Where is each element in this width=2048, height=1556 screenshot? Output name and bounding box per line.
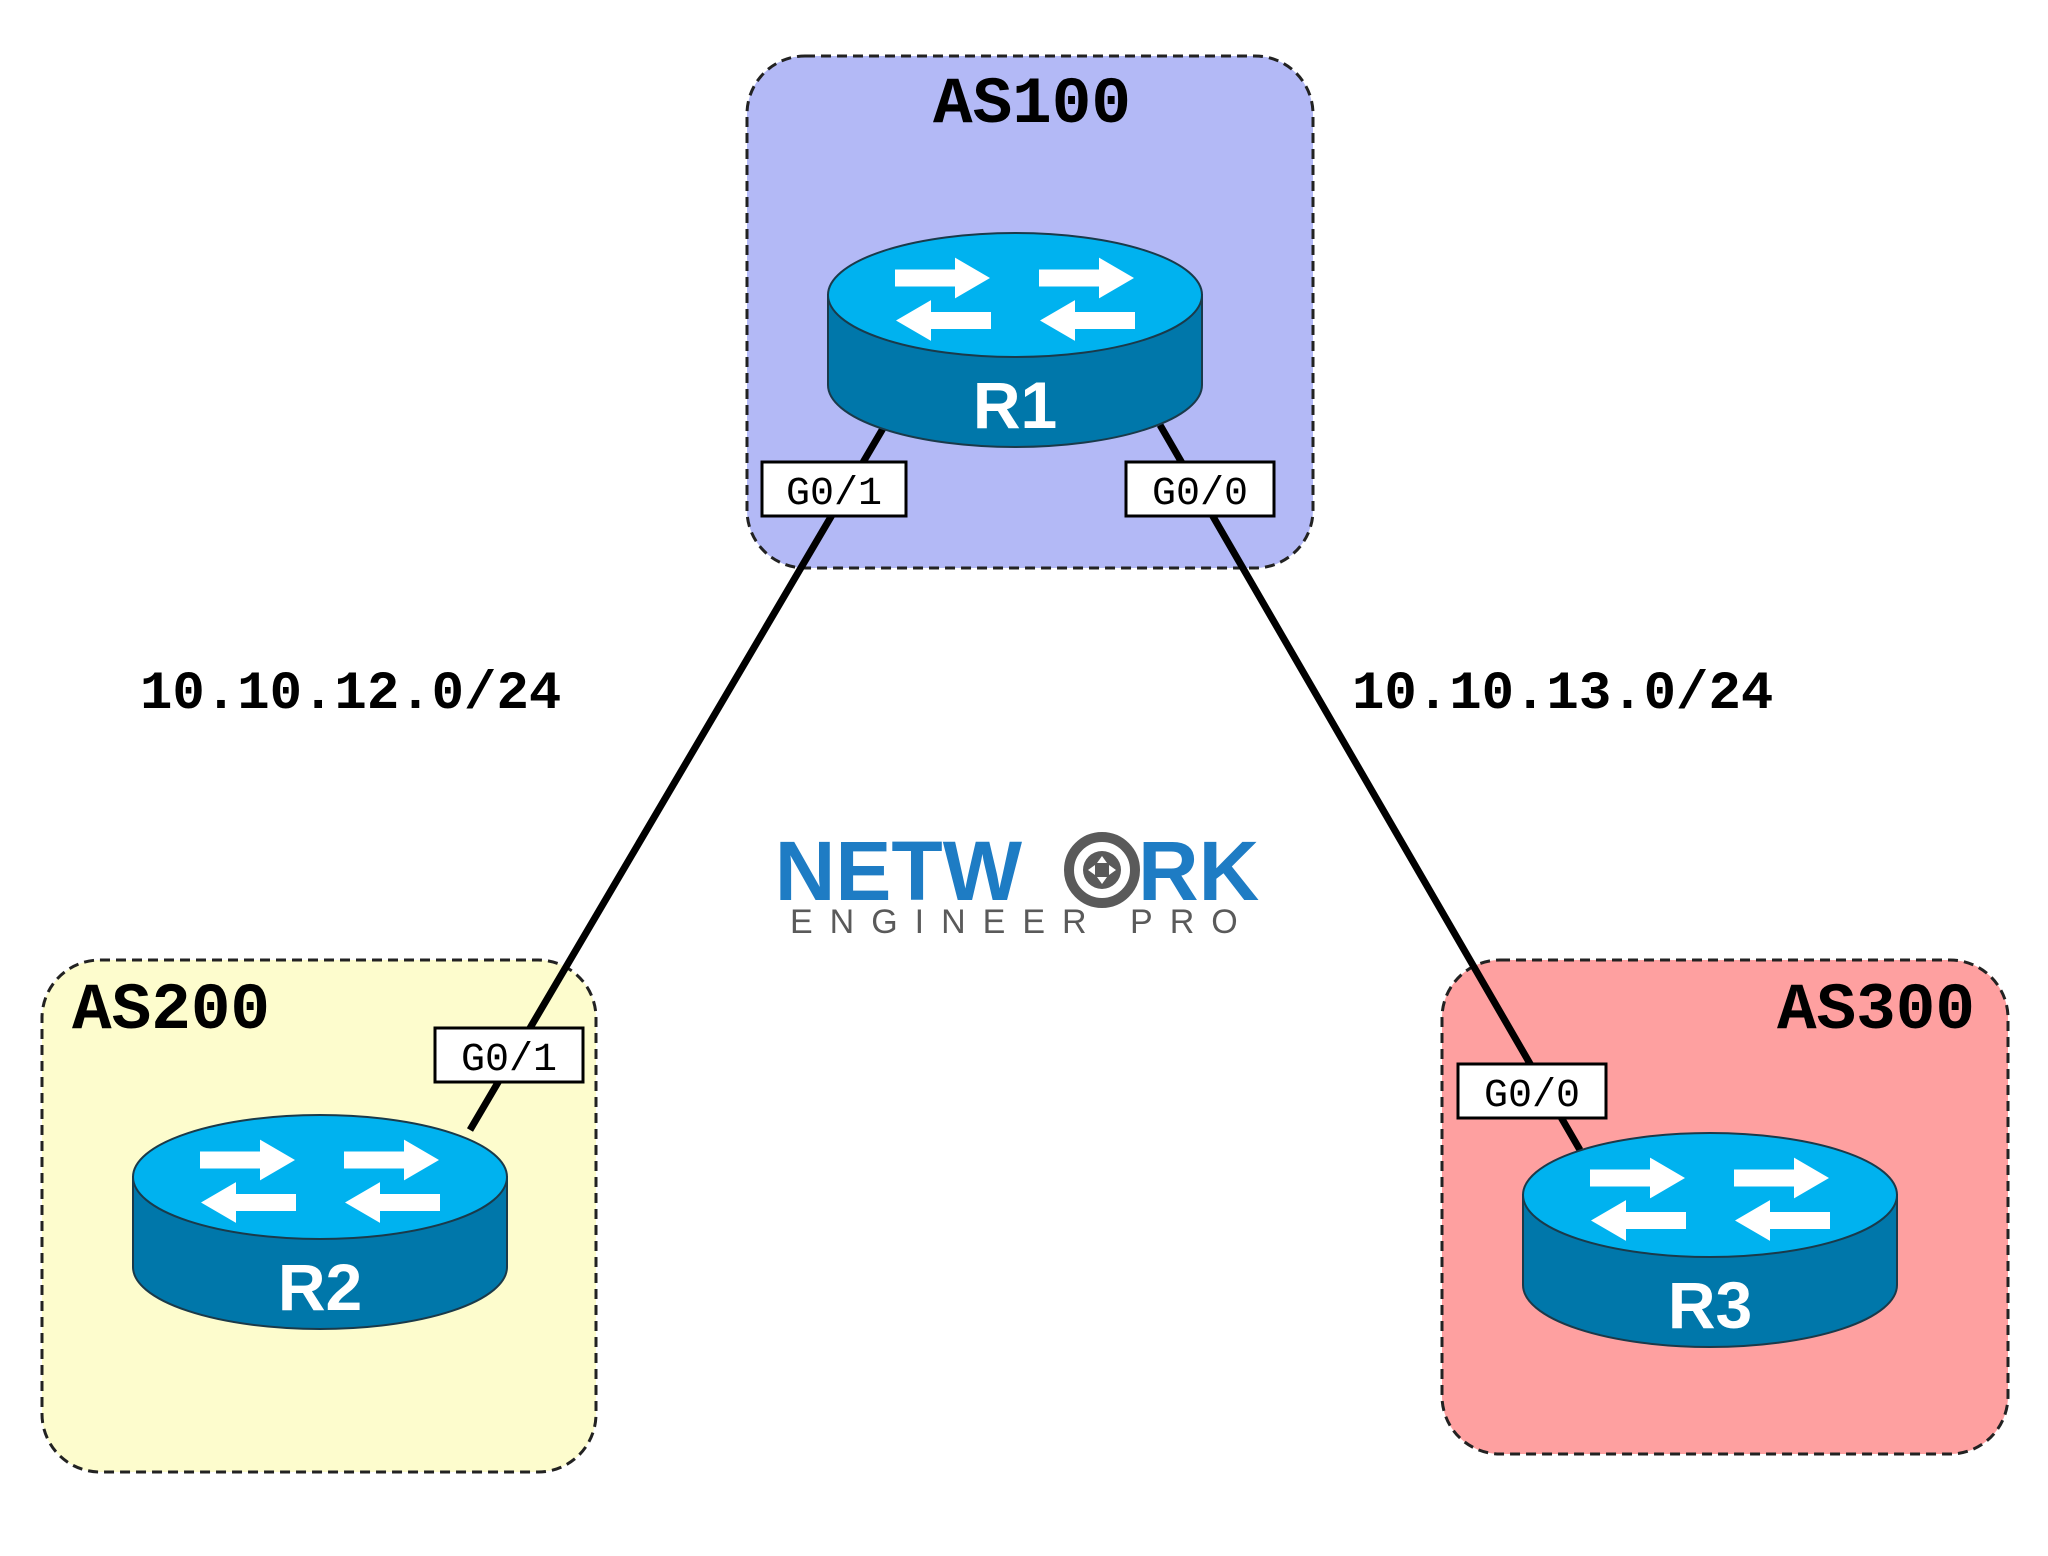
router-r3[interactable]: R3 bbox=[1522, 1132, 1898, 1348]
logo-subtitle: ENGINEER PRO bbox=[790, 903, 1255, 941]
router-r3-name: R3 bbox=[1668, 1268, 1752, 1342]
subnet-label-r1-r3: 10.10.13.0/24 bbox=[1352, 664, 1773, 725]
router-r2-name: R2 bbox=[278, 1250, 362, 1324]
router-icon bbox=[200, 1139, 440, 1223]
subnet-label-r1-r2: 10.10.12.0/24 bbox=[140, 664, 561, 725]
as200-label: AS200 bbox=[72, 973, 270, 1048]
network-engineer-pro-logo: NETW RK ENGINEER PRO bbox=[775, 824, 1260, 941]
svg-text:G0/1: G0/1 bbox=[461, 1038, 557, 1083]
router-r1[interactable]: R1 bbox=[827, 232, 1203, 448]
link-r1-r2 bbox=[466, 423, 889, 1132]
svg-text:G0/1: G0/1 bbox=[786, 472, 882, 517]
router-icon bbox=[1590, 1157, 1830, 1241]
iface-label-r1-g0-0: G0/0 bbox=[1124, 460, 1276, 518]
as100-label: AS100 bbox=[933, 67, 1131, 142]
iface-label-r2-g0-1: G0/1 bbox=[433, 1026, 585, 1084]
link-r1-r3 bbox=[1156, 423, 1584, 1152]
svg-text:G0/0: G0/0 bbox=[1152, 472, 1248, 517]
iface-label-r1-g0-1: G0/1 bbox=[760, 460, 908, 518]
logo-text-right: RK bbox=[1138, 824, 1259, 918]
iface-label-r3-g0-0: G0/0 bbox=[1456, 1062, 1608, 1120]
svg-text:G0/0: G0/0 bbox=[1484, 1074, 1580, 1119]
router-icon bbox=[895, 257, 1135, 341]
logo-router-icon bbox=[1064, 832, 1140, 908]
router-r1-name: R1 bbox=[973, 368, 1057, 442]
router-r2[interactable]: R2 bbox=[132, 1114, 508, 1330]
as300-label: AS300 bbox=[1777, 973, 1975, 1048]
logo-text-left: NETW bbox=[775, 824, 1023, 918]
